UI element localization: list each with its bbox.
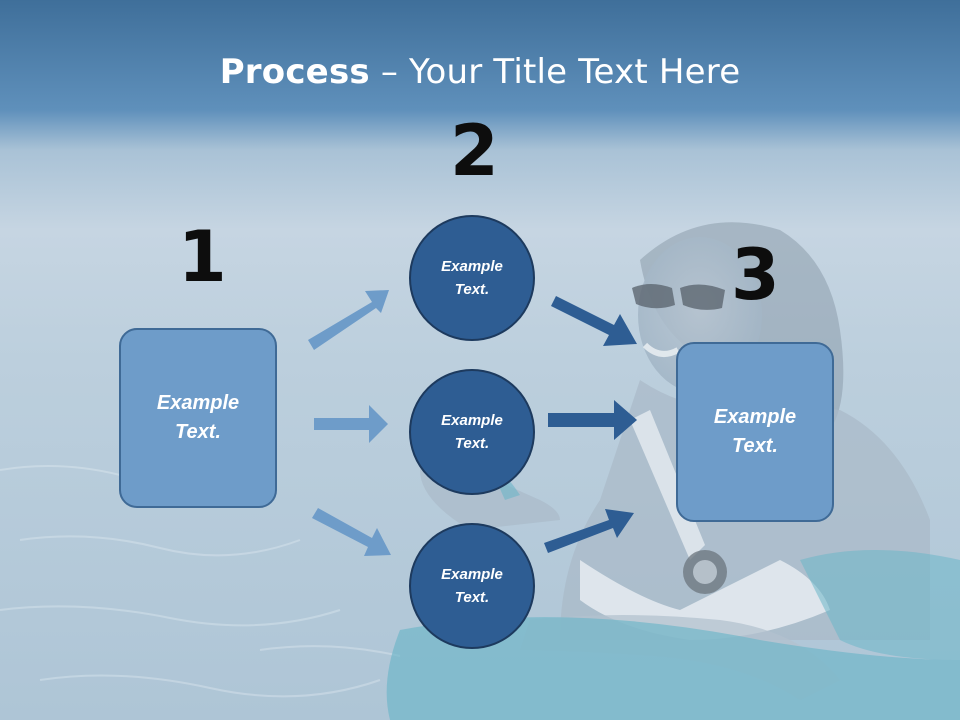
slide-title: Process – Your Title Text Here <box>0 52 960 92</box>
circle-3-line-2: Text. <box>454 589 490 606</box>
input-box-line-2: Text. <box>175 421 221 443</box>
step-number-2: 2 <box>450 110 499 192</box>
circle-3-line-1: Example <box>441 566 503 583</box>
title-bold-part: Process <box>219 52 370 92</box>
step-number-1: 1 <box>178 216 227 298</box>
circle-2-line-1: Example <box>441 412 503 429</box>
input-box: Example Text. <box>119 328 277 508</box>
circle-2-line-2: Text. <box>454 435 490 452</box>
arrow-circle-2-to-output <box>548 400 637 440</box>
output-box: Example Text. <box>676 342 834 522</box>
arrow-input-to-circle-3 <box>312 508 391 556</box>
circle-1-line-2: Text. <box>454 281 490 298</box>
arrow-circle-1-to-output <box>551 296 637 346</box>
circle-step-3: Example Text. <box>409 523 535 649</box>
arrow-input-to-circle-2 <box>314 405 388 443</box>
step-number-3: 3 <box>731 234 780 316</box>
output-box-line-2: Text. <box>732 435 778 457</box>
circle-step-2: Example Text. <box>409 369 535 495</box>
circle-1-line-1: Example <box>441 258 503 275</box>
title-regular-part: – Your Title Text Here <box>369 52 741 92</box>
arrow-circle-3-to-output <box>544 509 634 553</box>
circle-step-1: Example Text. <box>409 215 535 341</box>
arrow-input-to-circle-1 <box>308 290 389 350</box>
output-box-line-1: Example <box>713 406 797 428</box>
input-box-line-1: Example <box>156 392 240 414</box>
